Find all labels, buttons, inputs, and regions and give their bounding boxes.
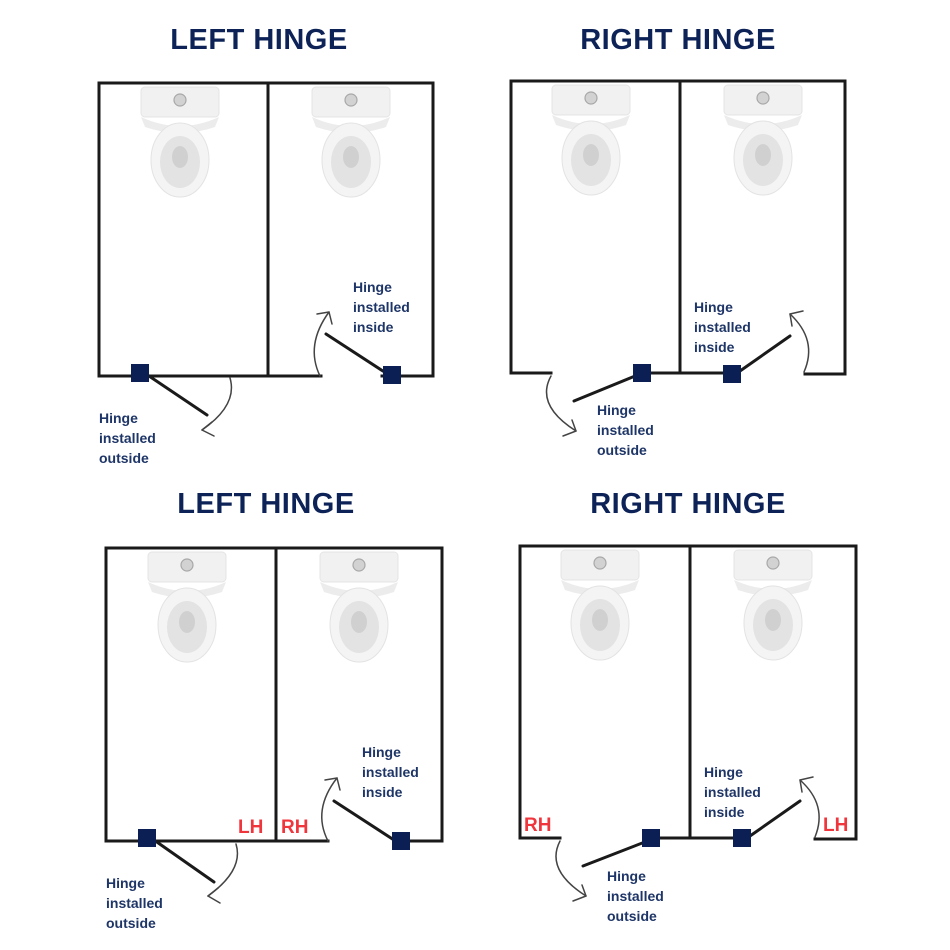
hinge-marker bbox=[633, 364, 651, 382]
panel-right-hinge-top: RIGHT HINGE Hinge installed inside Hinge bbox=[509, 24, 847, 458]
svg-text:inside: inside bbox=[362, 784, 403, 800]
svg-text:installed: installed bbox=[597, 422, 654, 438]
svg-text:Hinge: Hinge bbox=[597, 402, 636, 418]
panel-title: RIGHT HINGE bbox=[580, 24, 776, 56]
svg-text:inside: inside bbox=[694, 339, 735, 355]
note-outside: Hinge installed outside bbox=[607, 868, 664, 924]
svg-text:installed: installed bbox=[353, 299, 410, 315]
door-inside bbox=[733, 776, 820, 847]
toilet-icon bbox=[147, 551, 227, 663]
toilet-icon bbox=[560, 549, 640, 661]
svg-text:outside: outside bbox=[99, 450, 149, 466]
svg-text:outside: outside bbox=[597, 442, 647, 458]
svg-text:Hinge: Hinge bbox=[353, 279, 392, 295]
door-outside bbox=[138, 829, 239, 904]
stall-walls bbox=[104, 546, 444, 843]
svg-text:inside: inside bbox=[704, 804, 745, 820]
svg-text:installed: installed bbox=[362, 764, 419, 780]
svg-text:installed: installed bbox=[704, 784, 761, 800]
svg-text:Hinge: Hinge bbox=[694, 299, 733, 315]
lh-tag: LH bbox=[823, 815, 848, 836]
door-inside bbox=[723, 310, 810, 383]
note-outside: Hinge installed outside bbox=[99, 410, 156, 466]
panel-left-hinge-bottom: LEFT HINGE LH RH Hinge installed inside bbox=[104, 488, 444, 931]
toilet-icon bbox=[140, 86, 220, 198]
hinge-marker bbox=[131, 364, 149, 382]
panel-title: LEFT HINGE bbox=[177, 488, 354, 520]
svg-text:installed: installed bbox=[106, 895, 163, 911]
hinge-marker bbox=[733, 829, 751, 847]
svg-text:installed: installed bbox=[607, 888, 664, 904]
panel-left-hinge-top: LEFT HINGE Hinge installed inside bbox=[97, 24, 435, 466]
note-inside: Hinge installed inside bbox=[704, 764, 761, 820]
panel-title: LEFT HINGE bbox=[170, 24, 347, 56]
svg-text:Hinge: Hinge bbox=[99, 410, 138, 426]
door-outside bbox=[545, 364, 651, 437]
stall-walls bbox=[97, 81, 435, 378]
stall-walls bbox=[509, 79, 847, 376]
toilet-icon bbox=[733, 549, 813, 661]
svg-text:Hinge: Hinge bbox=[607, 868, 646, 884]
door-inside bbox=[321, 777, 410, 850]
svg-text:Hinge: Hinge bbox=[106, 875, 145, 891]
rh-tag: RH bbox=[524, 815, 551, 836]
svg-text:outside: outside bbox=[607, 908, 657, 924]
door-inside bbox=[313, 311, 401, 384]
toilet-icon bbox=[551, 84, 631, 196]
lh-tag: LH bbox=[238, 817, 263, 838]
door-outside bbox=[131, 364, 233, 437]
door-outside bbox=[555, 829, 660, 902]
svg-text:inside: inside bbox=[353, 319, 394, 335]
svg-text:installed: installed bbox=[694, 319, 751, 335]
svg-text:Hinge: Hinge bbox=[362, 744, 401, 760]
note-outside: Hinge installed outside bbox=[597, 402, 654, 458]
panel-title: RIGHT HINGE bbox=[590, 488, 786, 520]
toilet-icon bbox=[311, 86, 391, 198]
toilet-icon bbox=[319, 551, 399, 663]
note-inside: Hinge installed inside bbox=[362, 744, 419, 800]
note-inside: Hinge installed inside bbox=[694, 299, 751, 355]
hinge-marker bbox=[392, 832, 410, 850]
hinge-marker bbox=[383, 366, 401, 384]
svg-text:outside: outside bbox=[106, 915, 156, 931]
note-outside: Hinge installed outside bbox=[106, 875, 163, 931]
svg-text:Hinge: Hinge bbox=[704, 764, 743, 780]
hinge-marker bbox=[723, 365, 741, 383]
panel-right-hinge-bottom: RIGHT HINGE RH LH Hinge installed inside bbox=[518, 488, 858, 924]
toilet-icon bbox=[723, 84, 803, 196]
hinge-marker bbox=[642, 829, 660, 847]
hinge-marker bbox=[138, 829, 156, 847]
note-inside: Hinge installed inside bbox=[353, 279, 410, 335]
svg-text:installed: installed bbox=[99, 430, 156, 446]
stall-walls bbox=[518, 544, 858, 841]
rh-tag: RH bbox=[281, 817, 308, 838]
